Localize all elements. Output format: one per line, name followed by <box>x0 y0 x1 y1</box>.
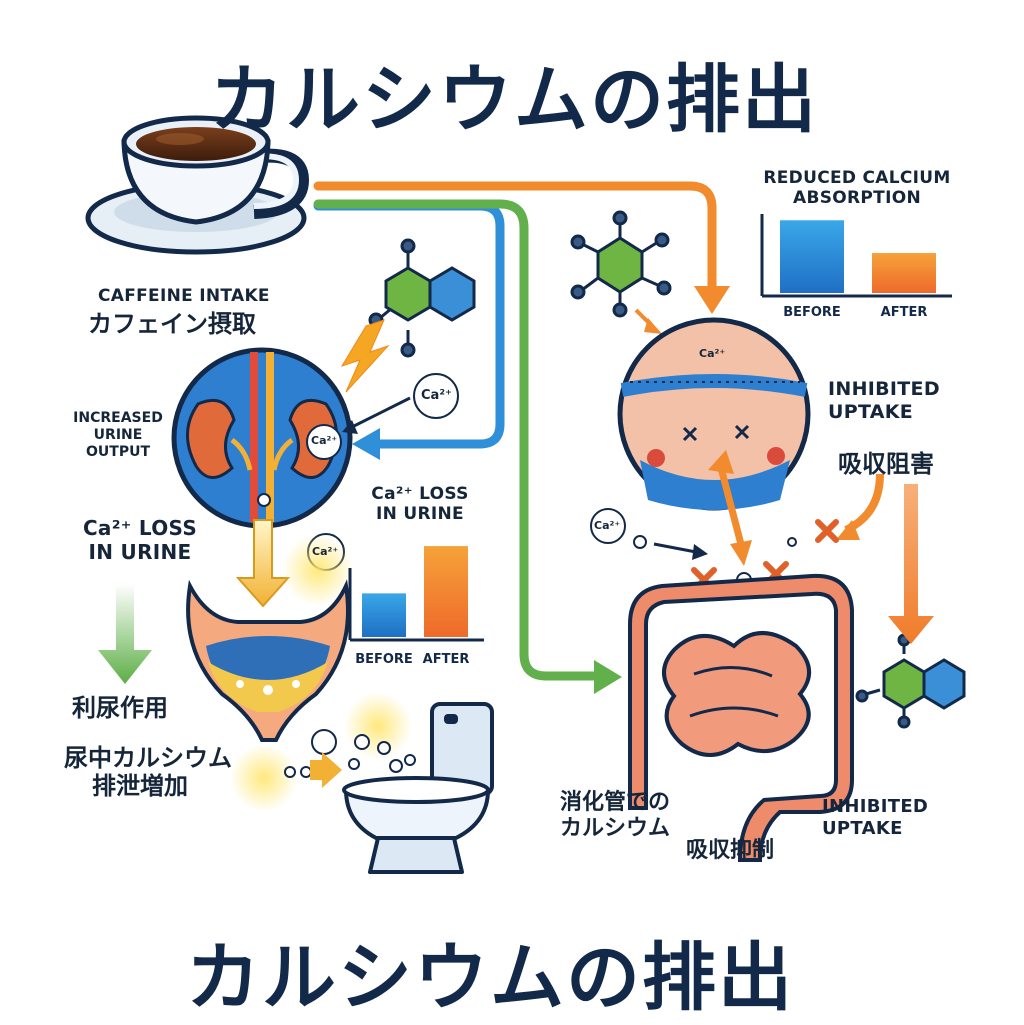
molecule-icon-2 <box>570 210 672 318</box>
digestive-line-1: 消化管での <box>560 790 671 815</box>
chart-1-bar-before <box>362 593 406 637</box>
chart-2-tick-label-before: BEFORE <box>783 305 841 320</box>
ca-loss-large-line-1: Ca²⁺ LOSS <box>82 516 198 540</box>
chart-1-bar-after <box>424 546 468 637</box>
reduced-absorption-line-1: REDUCED CALCIUM <box>763 168 951 188</box>
page-title-top: カルシウムの排出 <box>210 57 818 143</box>
intestinal-villi-illustration <box>617 317 811 511</box>
coffee-cup-icon <box>85 115 310 255</box>
chart-2-bar-before <box>780 220 844 293</box>
inhibited-top-line-1: INHIBITED <box>828 378 940 400</box>
inhibited-down-arrow <box>888 484 934 644</box>
page-title-bottom: カルシウムの排出 <box>186 935 794 1021</box>
chart-1-tick-label-after: AFTER <box>423 652 470 667</box>
inhibited-uptake-label-bottom: INHIBITED UPTAKE <box>822 796 928 840</box>
chart-1-tick-label-before: BEFORE <box>355 652 413 667</box>
absorption-inhibition-label: 吸収阻害 <box>838 450 934 478</box>
increased-urine-line-2: URINE <box>93 427 143 443</box>
ion-label-3: Ca²⁺ <box>312 545 339 558</box>
caffeine-label-en: CAFFEINE INTAKE <box>98 286 270 306</box>
green-flow-arrow <box>313 199 601 681</box>
reduced-absorption-title: REDUCED CALCIUM ABSORPTION <box>752 168 962 208</box>
ca-ion-bubble <box>311 729 337 755</box>
ca-ion-bubble <box>413 373 459 419</box>
digestive-line-3: 吸収抑制 <box>686 838 775 863</box>
digestive-absorption-label: 消化管での カルシウム 吸収抑制 <box>560 790 774 864</box>
urinary-calcium-label: 尿中カルシウム 排泄増加 <box>64 744 232 800</box>
molecule-icon-3 <box>855 633 966 729</box>
green-flow-arrowhead <box>594 660 622 694</box>
flow-lines <box>313 181 730 694</box>
urinary-calcium-line-2: 排泄増加 <box>92 772 188 800</box>
ca-loss-small-line-2: IN URINE <box>376 504 464 524</box>
increased-urine-line-3: OUTPUT <box>86 444 150 460</box>
ca-loss-label-small: Ca²⁺ LOSS IN URINE <box>364 484 476 524</box>
inhibited-bottom-line-2: UPTAKE <box>822 818 903 839</box>
chart-2-bar-after <box>872 253 936 293</box>
diuretic-down-arrow <box>98 584 152 684</box>
inhibited-top-line-2: UPTAKE <box>828 401 914 423</box>
inhibited-uptake-label-top: INHIBITED UPTAKE <box>828 378 940 424</box>
caffeine-label-jp: カフェイン摂取 <box>88 310 256 338</box>
bladder-to-toilet-arrow <box>310 752 342 788</box>
ion-label-4: Ca²⁺ <box>699 347 726 360</box>
ion-label-2: Ca²⁺ <box>311 434 338 447</box>
ion-label-5: Ca²⁺ <box>594 519 621 532</box>
diuretic-effect-label: 利尿作用 <box>72 694 168 722</box>
reduced-absorption-line-2: ABSORPTION <box>793 188 921 208</box>
orange-flow-arrow <box>313 181 717 293</box>
orange-flow-arrowhead <box>694 286 730 314</box>
blue-flow-arrowhead <box>352 428 380 460</box>
ion-arrow-into-kidney <box>349 396 411 430</box>
kidney-to-bladder-arrow <box>235 519 291 608</box>
digestive-line-2: カルシウム <box>560 816 671 841</box>
urinary-calcium-line-1: 尿中カルシウム <box>64 744 232 772</box>
ion-label-1: Ca²⁺ <box>421 388 452 403</box>
ca-ion-bubble <box>590 508 626 544</box>
ca-loss-large-line-2: IN URINE <box>88 540 192 564</box>
bladder-illustration <box>186 579 350 742</box>
chart-2-tick-label-after: AFTER <box>881 305 928 320</box>
molecule-icon-1 <box>368 238 476 358</box>
urine-calcium-bar-chart: BEFORE AFTER <box>348 546 484 667</box>
ca-loss-label-large: Ca²⁺ LOSS IN URINE <box>70 516 210 564</box>
ca-ion-bubble <box>306 424 342 460</box>
inhibited-bottom-line-1: INHIBITED <box>822 796 929 817</box>
toilet-icon <box>342 702 494 874</box>
absorption-bar-chart: BEFORE AFTER <box>760 214 952 320</box>
increased-urine-line-1: INCREASED <box>73 410 163 426</box>
lightning-bolt-icon <box>340 319 390 393</box>
intestine-illustration <box>628 573 854 862</box>
double-arrow <box>716 463 746 549</box>
ca-loss-small-line-1: Ca²⁺ LOSS <box>371 484 469 504</box>
increased-urine-label: INCREASED URINE OUTPUT <box>56 410 180 461</box>
